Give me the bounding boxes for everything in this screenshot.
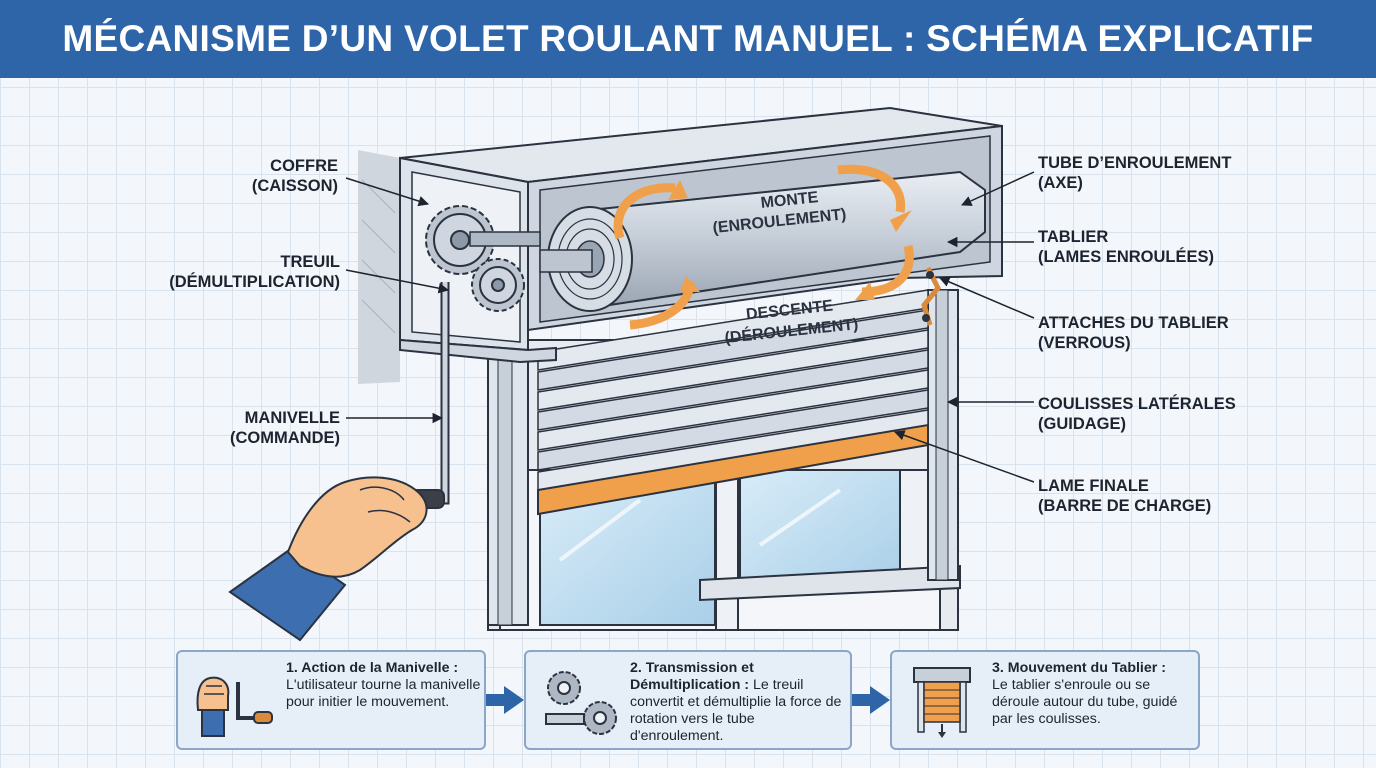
monte-label: MONTE [760, 189, 820, 212]
label-treuil: TREUIL(DÉMULTIPLICATION) [169, 253, 340, 291]
shutter-slat [537, 289, 929, 371]
step-1-text: 1. Action de la Manivelle :L'utilisateur… [286, 660, 481, 710]
step-3-box: 3. Mouvement du Tablier :Le tablier s'en… [890, 650, 1200, 750]
final-bar [537, 423, 929, 516]
page-title: MÉCANISME D’UN VOLET ROULANT MANUEL : SC… [0, 0, 1376, 78]
shutter-slat [537, 369, 929, 451]
shutter-icon [913, 667, 971, 738]
step-2-box: 2. Transmission et Démultiplication : Le… [524, 650, 852, 750]
gears-icon [545, 671, 617, 735]
shutter-slat [537, 349, 929, 431]
shutter-slat [537, 389, 929, 471]
leader-lines [345, 171, 1035, 483]
step-2-text: 2. Transmission et Démultiplication : Le… [630, 660, 842, 744]
label-manivelle: MANIVELLE(COMMANDE) [230, 409, 340, 447]
label-coffre: COFFRE(CAISSON) [251, 157, 338, 195]
label-tablier: TABLIER(LAMES ENROULÉES) [1038, 228, 1215, 266]
step-arrow-1 [486, 686, 524, 714]
wall-shadow [358, 150, 400, 384]
hand-crank-icon [196, 676, 273, 737]
winding-tube [539, 170, 986, 312]
step-1-box: 1. Action de la Manivelle :L'utilisateur… [176, 650, 486, 750]
label-attaches: ATTACHES DU TABLIER(VERROUS) [1038, 314, 1229, 352]
winch-gears [425, 205, 541, 312]
step-arrow-2 [852, 686, 890, 714]
hand [228, 476, 428, 642]
label-coulisses: COULISSES LATÉRALES(GUIDAGE) [1038, 395, 1236, 433]
step-3-text: 3. Mouvement du Tablier :Le tablier s'en… [992, 660, 1178, 727]
label-lame-finale: LAME FINALE(BARRE DE CHARGE) [1038, 477, 1212, 515]
label-tube: TUBE D’ENROULEMENT(AXE) [1038, 154, 1232, 192]
shutter-slat [537, 329, 929, 411]
shutter-slats [537, 289, 929, 491]
rotation-arrows [613, 164, 914, 330]
shutter-clips [921, 266, 941, 326]
shutter-slat [537, 309, 929, 391]
side-rails [487, 289, 959, 626]
